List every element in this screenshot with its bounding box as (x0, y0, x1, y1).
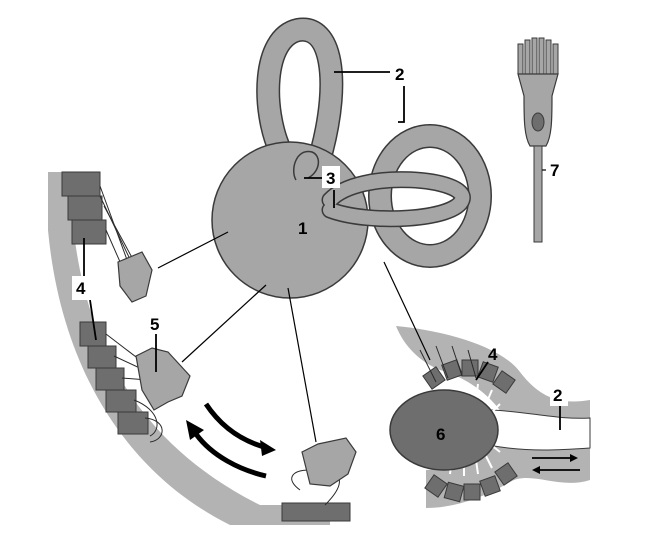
crista-tissue (396, 326, 590, 508)
label-7-hair-cell: 7 (550, 161, 559, 180)
label-3-ampulla: 3 (326, 169, 335, 188)
label-2-endolymph: 2 (553, 386, 562, 405)
label-4-hair-cells-left: 4 (76, 279, 86, 298)
hair-cell-body (517, 73, 559, 147)
nerve-fibers (419, 345, 477, 383)
hair-cells-left (61, 171, 351, 522)
movement-arrow-up (193, 432, 267, 479)
label-2-canals: 2 (395, 65, 404, 84)
label-6-cupula: 6 (436, 425, 445, 444)
label-1-vestibule: 1 (298, 219, 307, 238)
semicircular-canals (256, 17, 492, 268)
endolymph-channel (491, 409, 591, 451)
otolith-mass-top (117, 251, 153, 303)
isolated-hair-cell (517, 37, 559, 243)
crista-ampullaris (389, 326, 591, 508)
ampulla-hook (292, 150, 320, 181)
hair-cell-nucleus (531, 112, 545, 132)
movement-arrow-down (203, 402, 269, 451)
hair-cell-axon (533, 145, 543, 243)
hair-cell-cilia (517, 37, 559, 75)
otolith-mass-bottom (301, 437, 357, 487)
otolith-mass-middle (135, 347, 191, 411)
macula-strip (48, 171, 357, 525)
number-labels: 2 3 1 4 5 4 2 6 7 (72, 62, 568, 444)
label-5-otolith: 5 (150, 315, 159, 334)
cupula (389, 389, 499, 471)
flow-arrows (532, 454, 580, 474)
label-4-hair-cells-right: 4 (488, 345, 498, 364)
leader-lines (83, 71, 561, 443)
